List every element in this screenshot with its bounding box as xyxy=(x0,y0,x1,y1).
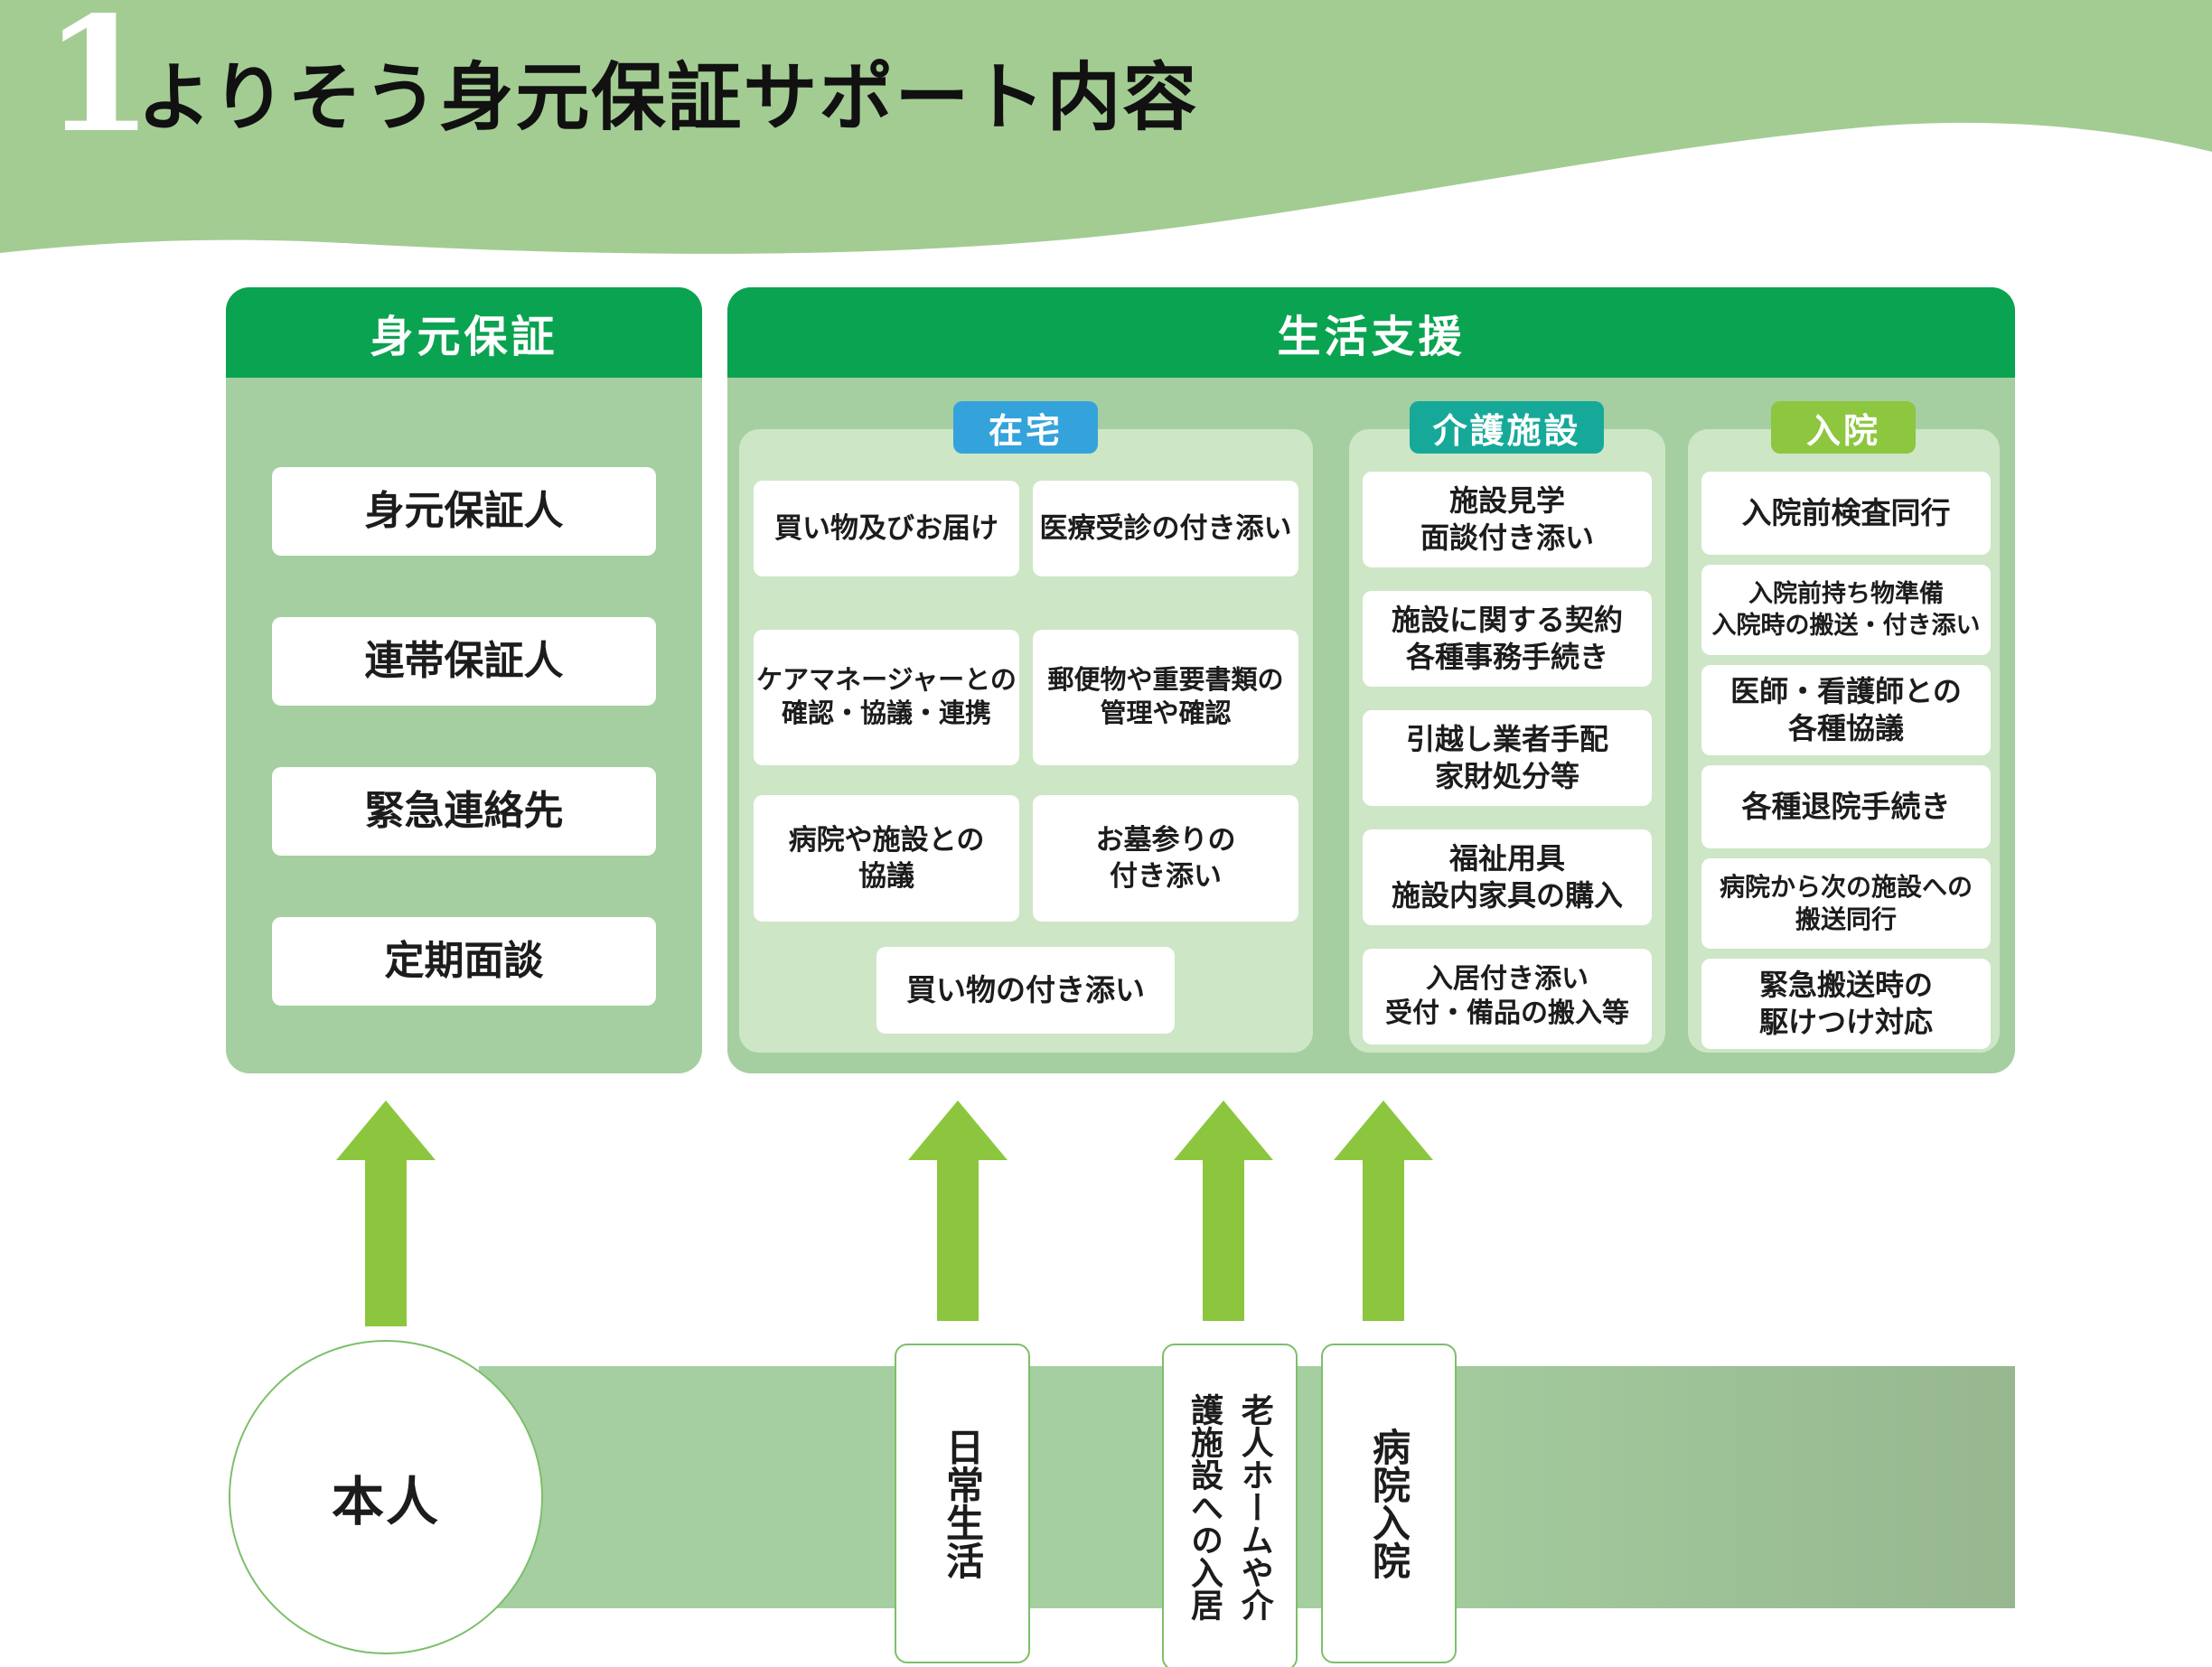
hospitalization-item: 病院から次の施設への 搬送同行 xyxy=(1701,858,1991,949)
section-number: 1 xyxy=(43,0,154,168)
hospitalization-item: 緊急搬送時の 駆けつけ対応 xyxy=(1701,959,1991,1049)
at-home-item: 買い物の付き添い xyxy=(876,947,1175,1034)
at-home-item: お墓参りの 付き添い xyxy=(1033,795,1298,922)
life-support-panel: 生活支援 買い物及びお届け 医療受診の付き添い ケアマネージャーとの 確認・協議… xyxy=(727,287,2015,1073)
at-home-subpanel: 買い物及びお届け 医療受診の付き添い ケアマネージャーとの 確認・協議・連携 郵… xyxy=(739,429,1313,1053)
up-arrow-icon xyxy=(908,1100,1008,1321)
care-facility-tab: 介護施設 xyxy=(1410,401,1604,454)
hospitalization-tab: 入院 xyxy=(1771,401,1916,454)
arrow-head xyxy=(336,1100,436,1160)
hospitalization-item: 入院前検査同行 xyxy=(1701,472,1991,555)
care-facility-subpanel: 施設見学 面談付き添い 施設に関する契約 各種事務手続き 引越し業者手配 家財処… xyxy=(1349,429,1665,1053)
arrow-head xyxy=(908,1100,1008,1160)
care-facility-item: 福祉用具 施設内家具の購入 xyxy=(1363,829,1652,925)
arrow-shaft xyxy=(365,1160,407,1326)
identity-guarantee-panel: 身元保証 身元保証人 連帯保証人 緊急連絡先 定期面談 xyxy=(226,287,702,1073)
at-home-item: 医療受診の付き添い xyxy=(1033,481,1298,576)
arrow-shaft xyxy=(1363,1160,1404,1321)
stage-hospital-admission: 病院入院 xyxy=(1321,1344,1457,1663)
life-panel-header: 生活支援 xyxy=(727,287,2015,378)
up-arrow-icon xyxy=(1174,1100,1273,1321)
arrow-head xyxy=(1334,1100,1433,1160)
arrow-head xyxy=(1174,1100,1273,1160)
at-home-item: 買い物及びお届け xyxy=(754,481,1019,576)
hospitalization-subpanel: 入院前検査同行 入院前持ち物準備 入院時の搬送・付き添い 医師・看護師との 各種… xyxy=(1688,429,2000,1053)
care-facility-item: 入居付き添い 受付・備品の搬入等 xyxy=(1363,949,1652,1044)
identity-item: 定期面談 xyxy=(272,917,656,1006)
care-facility-item: 施設に関する契約 各種事務手続き xyxy=(1363,591,1652,687)
at-home-item: 郵便物や重要書類の 管理や確認 xyxy=(1033,630,1298,765)
stage-daily-life: 日常生活 xyxy=(895,1344,1030,1663)
wave-shape xyxy=(0,0,2212,254)
at-home-item: ケアマネージャーとの 確認・協議・連携 xyxy=(754,630,1019,765)
hospitalization-item: 各種退院手続き xyxy=(1701,765,1991,848)
identity-item: 連帯保証人 xyxy=(272,617,656,706)
care-facility-item: 引越し業者手配 家財処分等 xyxy=(1363,710,1652,806)
at-home-tab: 在宅 xyxy=(953,401,1098,454)
arrow-shaft xyxy=(1203,1160,1244,1321)
up-arrow-icon xyxy=(336,1100,436,1326)
hospitalization-item: 医師・看護師との 各種協議 xyxy=(1701,665,1991,755)
identity-panel-header: 身元保証 xyxy=(226,287,702,378)
person-circle: 本人 xyxy=(229,1340,543,1654)
header-wave-decoration xyxy=(0,0,2212,254)
arrow-shaft xyxy=(937,1160,979,1321)
at-home-item: 病院や施設との 協議 xyxy=(754,795,1019,922)
page-title: よりそう身元保証サポート内容 xyxy=(137,54,1199,141)
stage-care-facility-move-in: 老人ホームや介 護施設への入居 xyxy=(1162,1344,1298,1667)
identity-item: 身元保証人 xyxy=(272,467,656,556)
care-facility-item: 施設見学 面談付き添い xyxy=(1363,472,1652,567)
hospitalization-item: 入院前持ち物準備 入院時の搬送・付き添い xyxy=(1701,565,1991,655)
identity-item: 緊急連絡先 xyxy=(272,767,656,856)
up-arrow-icon xyxy=(1334,1100,1433,1321)
